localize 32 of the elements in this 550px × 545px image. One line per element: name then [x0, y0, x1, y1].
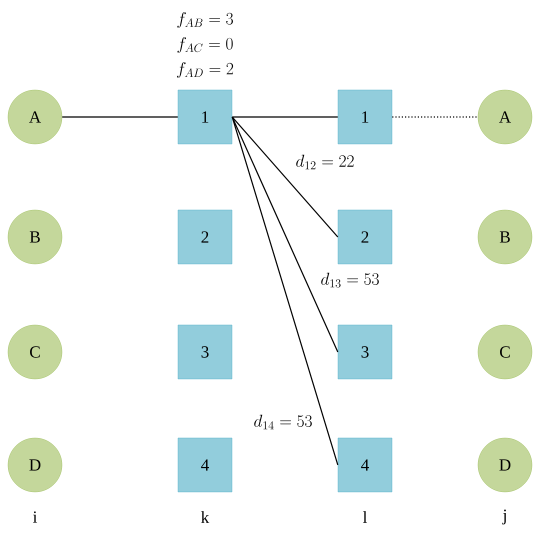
square-node: 3 — [178, 324, 232, 380]
square-node: 2 — [178, 210, 232, 264]
circle-node: B — [8, 210, 62, 264]
formula-label: $f_{AC} = 0$ — [177, 37, 233, 53]
circle-node: C — [8, 324, 62, 380]
connector-line — [232, 116, 338, 352]
circle-node: C — [478, 324, 532, 380]
edge-label: $d_{14} = 53$ — [252, 414, 314, 430]
circle-node: A — [478, 90, 532, 144]
connector-line — [392, 116, 478, 118]
formula-label: $f_{AD} = 2$ — [177, 62, 234, 78]
column-label: j — [502, 510, 506, 524]
square-node: 4 — [338, 438, 392, 492]
square-node: 2 — [338, 210, 392, 264]
column-label: l — [362, 511, 368, 523]
circle-node: D — [478, 438, 532, 492]
column-label: k — [201, 511, 210, 523]
connector-line — [232, 116, 338, 118]
connector-line — [62, 116, 178, 118]
edge-label: $d_{12} = 22$ — [294, 154, 356, 170]
formula-label: $f_{AB} = 3$ — [177, 12, 233, 28]
circle-node: A — [8, 90, 62, 144]
square-node: 1 — [178, 90, 232, 144]
connector-line — [232, 116, 338, 466]
circle-node: D — [8, 438, 62, 492]
circle-node: B — [478, 210, 532, 264]
square-node: 4 — [178, 438, 232, 492]
square-node: 1 — [338, 90, 392, 144]
connector-line — [232, 116, 338, 238]
edge-label: $d_{13} = 53$ — [320, 272, 380, 288]
column-label: i — [33, 511, 38, 523]
square-node: 3 — [338, 324, 392, 380]
